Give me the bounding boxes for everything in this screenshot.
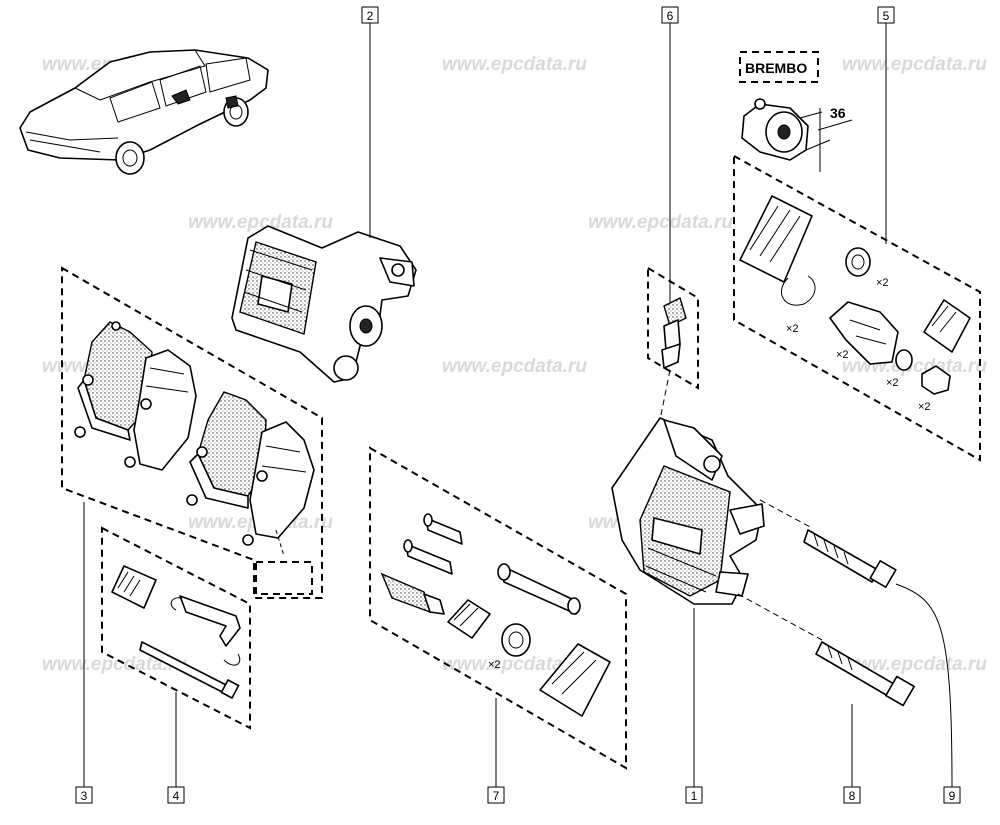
callout-7: 7 (487, 698, 505, 804)
brand-label-frame (739, 51, 819, 83)
quantity-label: ×2 (836, 349, 849, 361)
callout-6: 6 (661, 6, 679, 302)
watermark: www.epcdata.ru (588, 212, 733, 233)
brand-label: BREMBO (745, 60, 807, 76)
brake-pad (186, 391, 267, 509)
dimension-label: 36 (830, 105, 846, 121)
car-illustration (19, 49, 269, 175)
brake-pad-set-3 (61, 266, 323, 599)
callout-5: 5 (877, 6, 895, 244)
callout-number: 7 (493, 789, 500, 803)
callout-number: 2 (367, 9, 374, 23)
bleed-screw-6 (647, 266, 699, 421)
caliper-assembly-1 (611, 417, 765, 605)
watermark: www.epcdata.ru (842, 54, 987, 75)
guide-pin-kit-7: ×2 (369, 446, 627, 770)
caliper-bolt-9 (759, 499, 897, 588)
caliper-repair-kit-5: BREMBO 36 ×2 ×2 ×2 ×2 ×2 (733, 51, 981, 462)
callout-number: 8 (849, 789, 856, 803)
quantity-label: ×2 (886, 377, 899, 389)
callout-1: 1 (685, 608, 703, 804)
brake-pad-backing-plate (124, 349, 197, 471)
pad-fitting-kit-4 (101, 526, 251, 730)
watermark: www.epcdata.ru (42, 654, 187, 675)
watermark: www.epcdata.ru (842, 356, 987, 377)
callout-2: 2 (361, 6, 379, 238)
watermark: www.epcdata.ru (188, 212, 333, 233)
callout-number: 3 (81, 789, 88, 803)
caliper-assembly-2 (231, 225, 417, 383)
callout-3: 3 (75, 502, 93, 804)
quantity-label: ×2 (918, 401, 931, 413)
quantity-label: ×2 (786, 323, 799, 335)
callout-number: 6 (667, 9, 674, 23)
callout-4: 4 (167, 692, 185, 804)
watermark: www.epcdata.ru (442, 54, 587, 75)
callout-number: 4 (173, 789, 180, 803)
callout-number: 1 (691, 789, 698, 803)
caliper-bolt-8 (737, 593, 915, 707)
callout-number: 9 (949, 789, 956, 803)
brake-pad-backing-plate (242, 421, 315, 546)
callout-number: 5 (883, 9, 890, 23)
callout-9: 9 (895, 583, 961, 804)
callout-8: 8 (843, 704, 861, 804)
quantity-label: ×2 (488, 659, 501, 671)
watermark: www.epcdata.ru (442, 356, 587, 377)
quantity-label: ×2 (876, 277, 889, 289)
watermark: www.epcdata.ru (842, 654, 987, 675)
watermark: www.epcdata.ru (442, 654, 587, 675)
piston-assembly: 36 (741, 98, 853, 172)
